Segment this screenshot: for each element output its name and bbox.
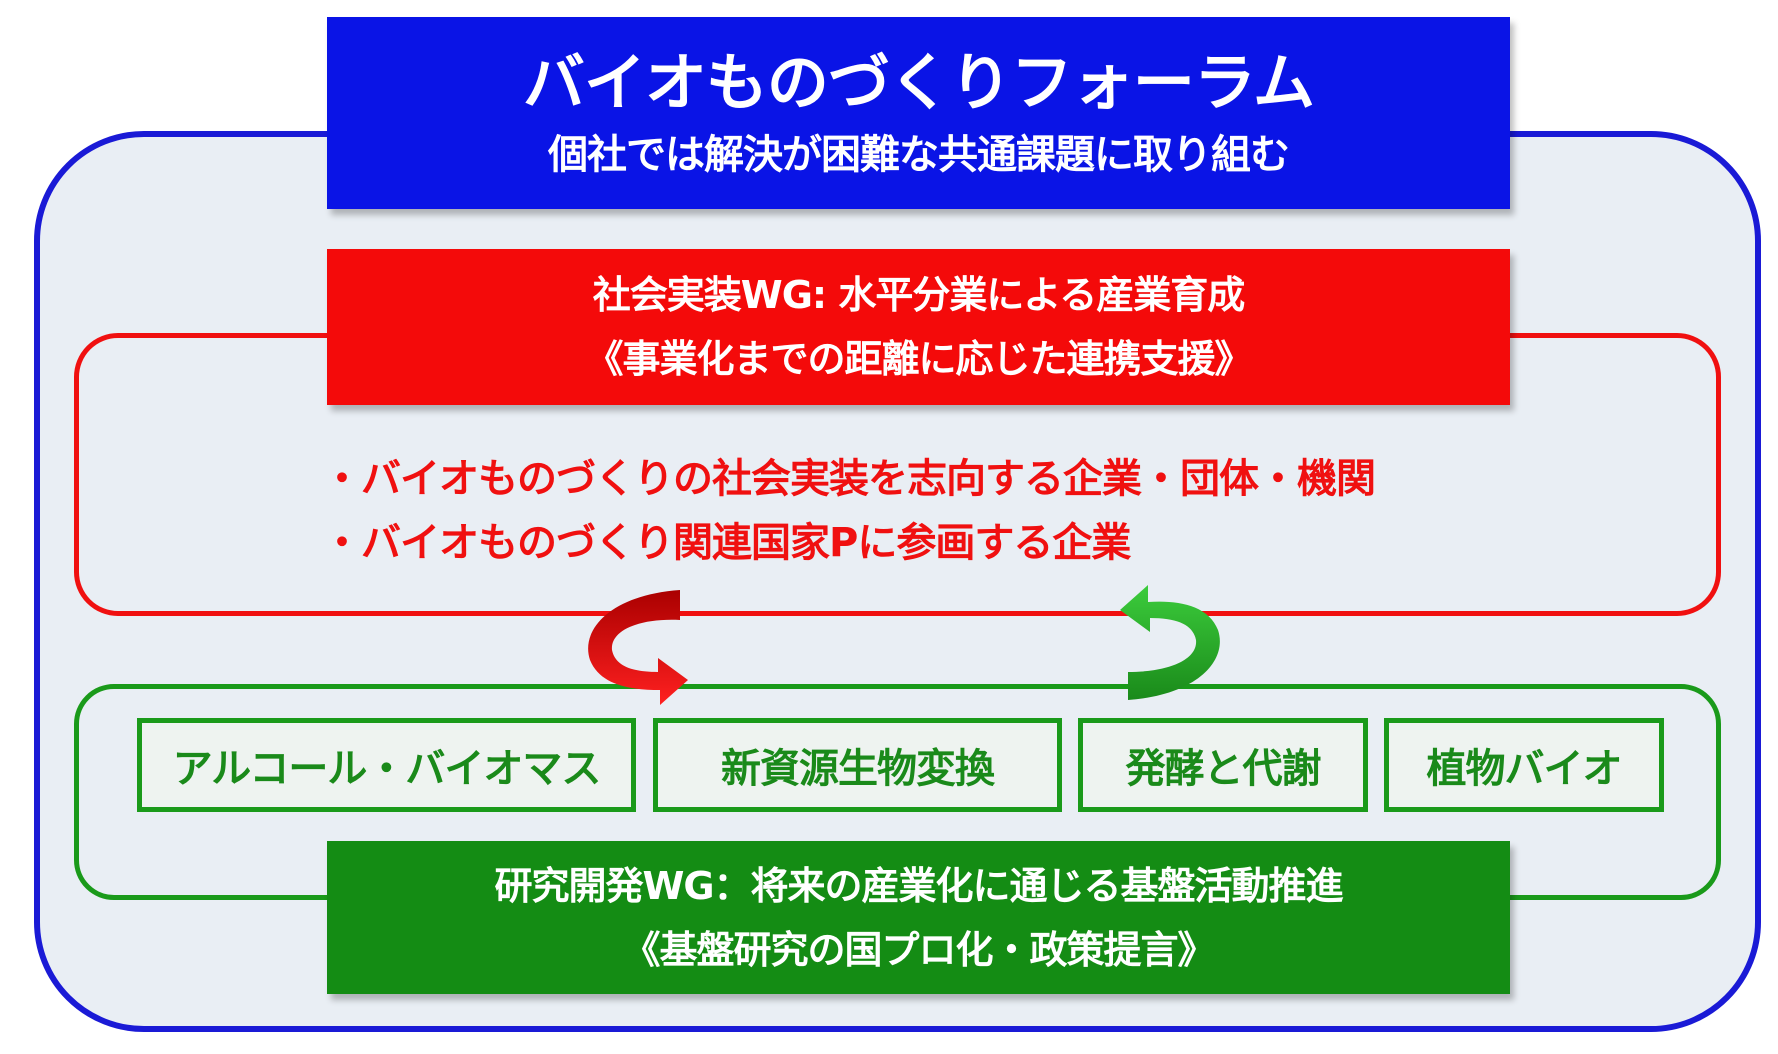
research-wg-header: 研究開発WG：将来の産業化に通じる基盤活動推進 《基盤研究の国プロ化・政策提言》 — [327, 841, 1510, 994]
social-wg-header: 社会実装WG: 水平分業による産業育成 《事業化までの距離に応じた連携支援》 — [327, 249, 1510, 405]
forum-header: バイオものづくりフォーラム 個社では解決が困難な共通課題に取り組む — [327, 17, 1510, 209]
red-cycle-arrow-icon — [588, 590, 688, 705]
group-alcohol-biomass: アルコール・バイオマス — [137, 718, 636, 812]
member-bullet-2: ・バイオものづくり関連国家Pに参画する企業 — [322, 520, 1131, 566]
forum-subtitle: 個社では解決が困難な共通課題に取り組む — [548, 132, 1290, 178]
social-wg-subtitle: 《事業化までの距離に応じた連携支援》 — [585, 337, 1252, 381]
green-cycle-arrow-icon — [1120, 585, 1220, 700]
group-plant-bio: 植物バイオ — [1384, 718, 1664, 812]
research-wg-subtitle: 《基盤研究の国プロ化・政策提言》 — [622, 927, 1215, 972]
social-wg-title: 社会実装WG: 水平分業による産業育成 — [592, 273, 1245, 317]
forum-title: バイオものづくりフォーラム — [522, 46, 1315, 119]
member-bullet-1: ・バイオものづくりの社会実装を志向する企業・団体・機関 — [322, 456, 1376, 502]
group-new-resource: 新資源生物変換 — [653, 718, 1062, 812]
group-fermentation: 発酵と代謝 — [1078, 718, 1368, 812]
research-wg-title: 研究開発WG：将来の産業化に通じる基盤活動推進 — [494, 863, 1343, 908]
